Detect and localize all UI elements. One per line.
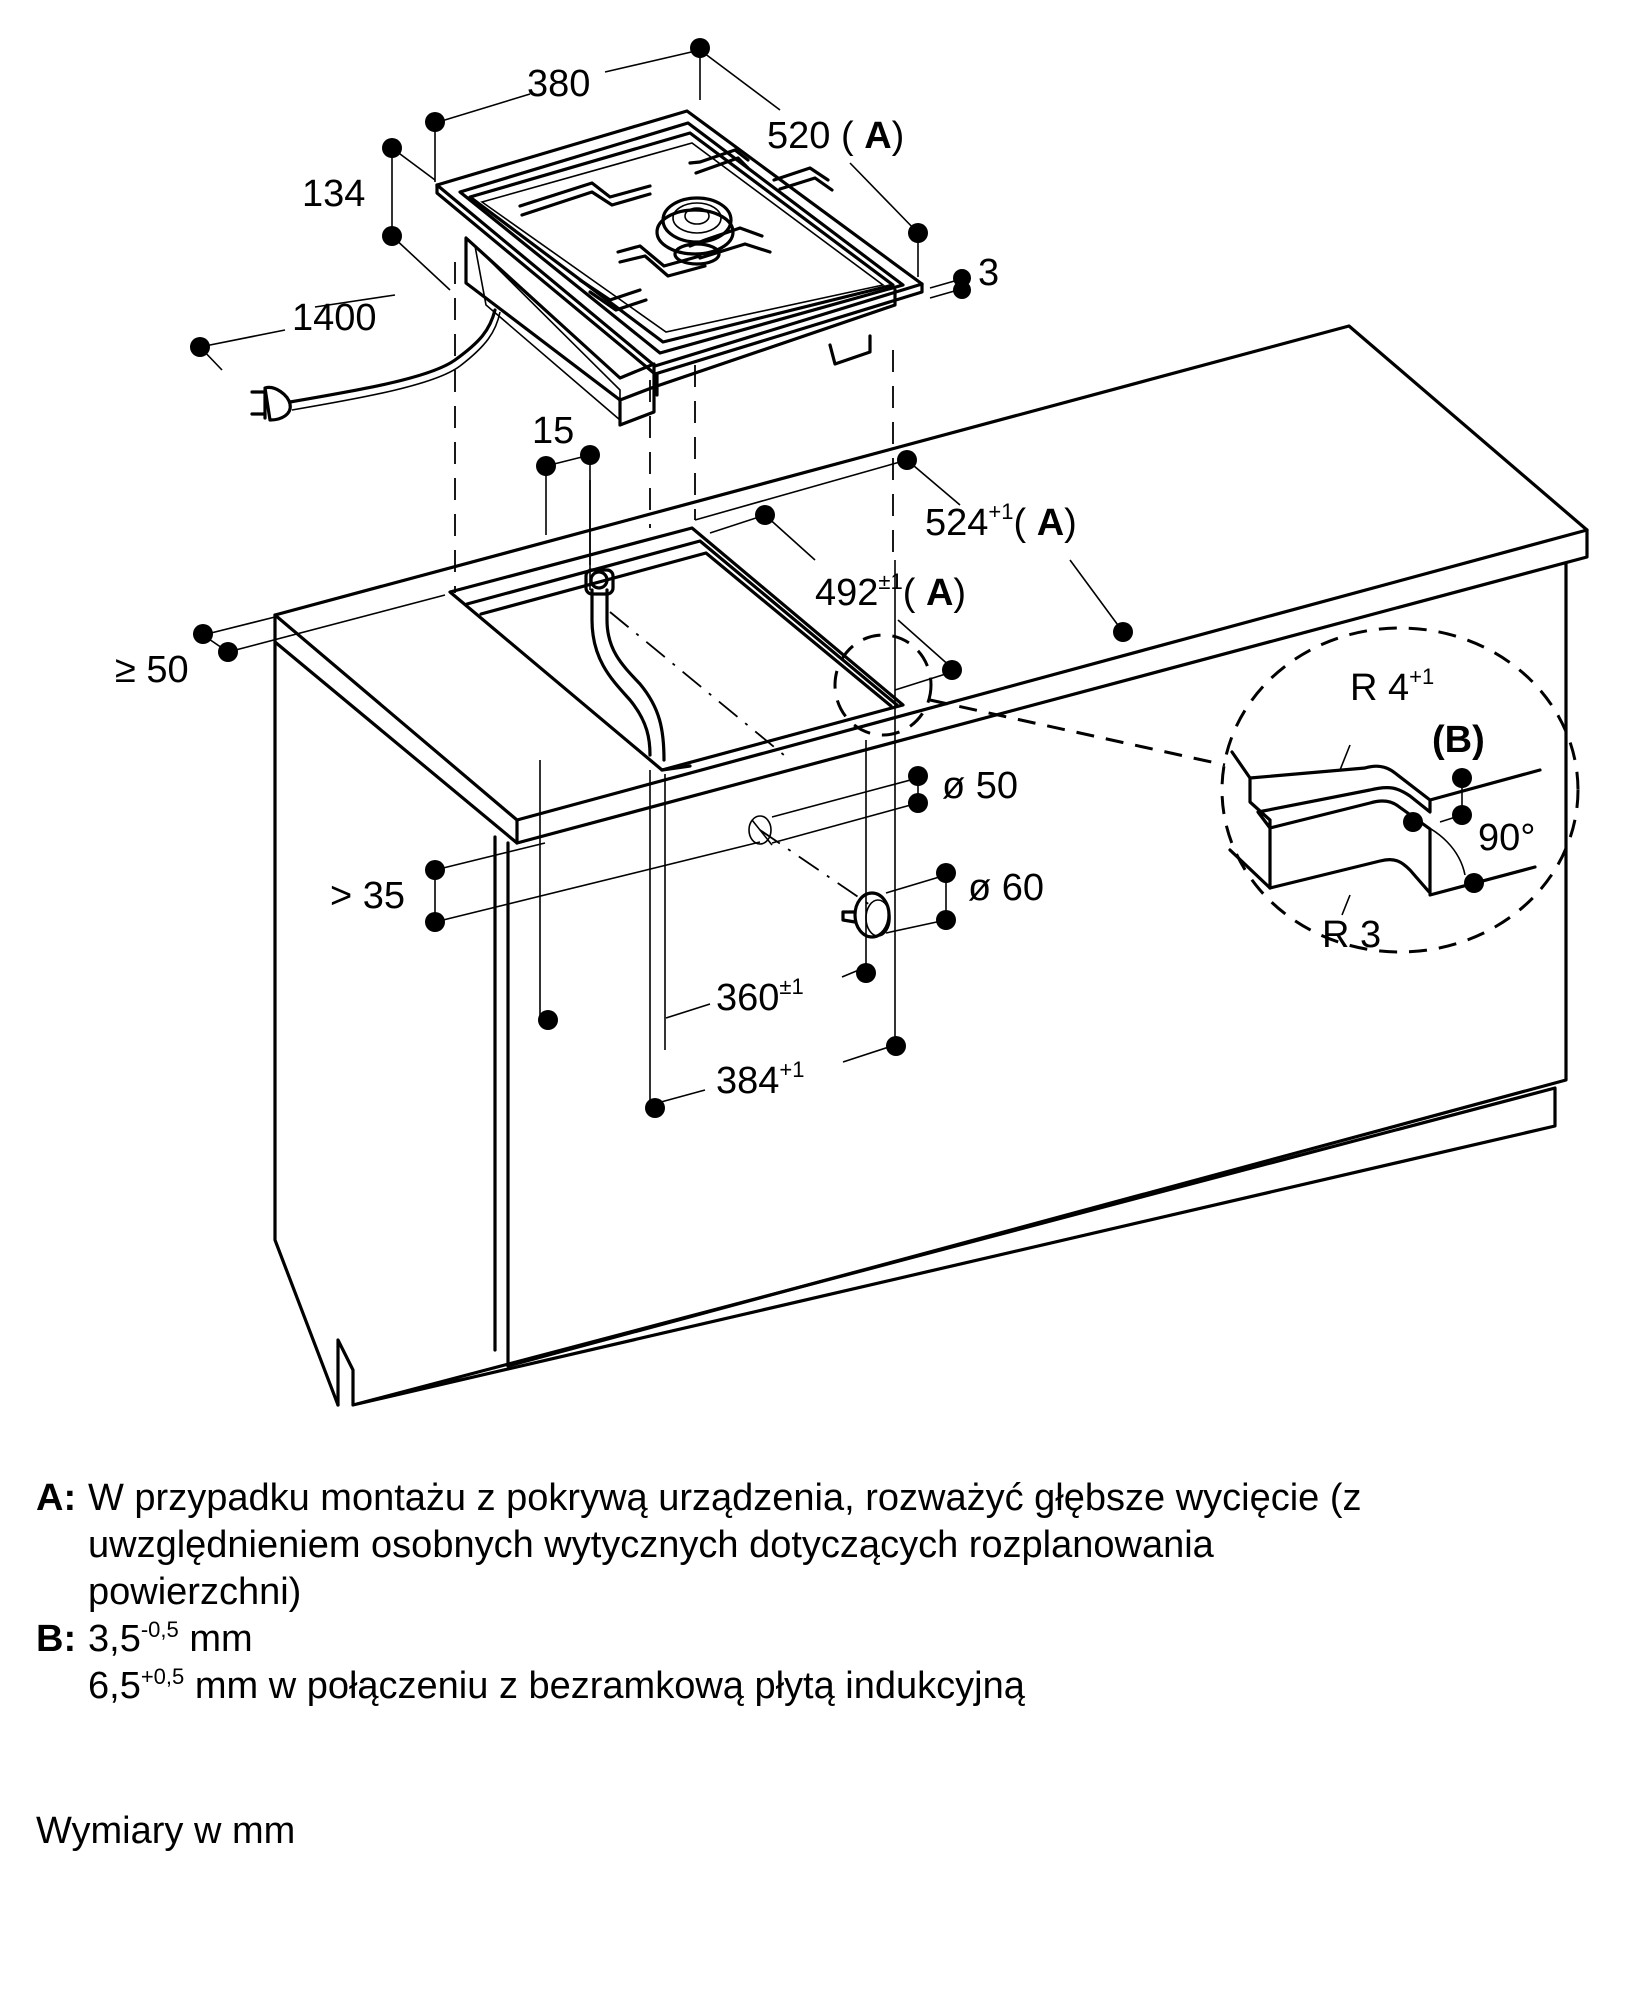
- cabinet-plinth: [336, 1086, 1557, 1407]
- gas-connection-hole: [748, 815, 773, 846]
- detail-circle: [1220, 626, 1580, 954]
- detail-radius-bottom: R 3: [1322, 914, 1381, 956]
- worktop-front-edge: [515, 528, 1589, 845]
- dim-134: 134: [302, 173, 365, 215]
- note-a: A: W przypadku montażu z pokrywą urządze…: [36, 1475, 1596, 1616]
- cutout-outline: [448, 526, 905, 772]
- dim-15: 15: [532, 410, 574, 452]
- dim-hole-60: ø 60: [968, 867, 1044, 909]
- note-a-line-2: uwzględnieniem osobnych wytycznych dotyc…: [88, 1524, 1214, 1566]
- notes: A: W przypadku montażu z pokrywą urządze…: [36, 1475, 1596, 1710]
- dim-360: 360±1: [716, 974, 804, 1019]
- note-b-line-1: 3,5-0,5 mm: [88, 1617, 253, 1660]
- dim-3: 3: [978, 252, 999, 294]
- dimension-dots: [190, 38, 1484, 1118]
- dimension-lines: [199, 49, 1124, 1106]
- note-a-line-1: W przypadku montażu z pokrywą urządzenia…: [88, 1477, 1362, 1519]
- note-b-key: B:: [36, 1618, 77, 1660]
- dim-front-distance: ≥ 50: [115, 649, 189, 691]
- worktop-cutout: [448, 526, 905, 772]
- note-b: B: 3,5-0,5 mm 6,5+0,5 mm w połączeniu z …: [36, 1616, 1596, 1710]
- detail-marker: [833, 633, 933, 737]
- cabinet-left-side: [273, 640, 340, 1407]
- dim-380: 380: [527, 63, 590, 105]
- detail-radius-top: R 4+1: [1350, 664, 1434, 709]
- dim-hole-50: ø 50: [942, 765, 1018, 807]
- note-a-key: A:: [36, 1477, 77, 1519]
- detail-leader: [929, 698, 1226, 767]
- note-b-line-2: 6,5+0,5 mm w połączeniu z bezramkową pły…: [88, 1664, 1025, 1707]
- gas-hob: [435, 109, 924, 427]
- detail-angle: 90°: [1478, 817, 1535, 859]
- installation-drawing: 380 520 ( A) 134 1400 3 15 524+1( A) 492…: [115, 38, 1589, 1407]
- worktop-left-edge: [273, 613, 519, 845]
- detail-ref-b: (B): [1432, 719, 1485, 761]
- dim-492: 492±1( A): [815, 569, 966, 614]
- power-cable: [250, 308, 501, 422]
- gas-hose: [584, 568, 666, 762]
- dim-1400: 1400: [292, 297, 377, 339]
- dim-edge-35: > 35: [330, 875, 405, 917]
- plug-icon: [250, 385, 292, 422]
- dim-520: 520 ( A): [767, 115, 904, 157]
- cabinet: [273, 324, 1589, 1407]
- dimension-labels: 380 520 ( A) 134 1400 3 15 524+1( A) 492…: [115, 63, 1535, 1102]
- note-a-line-3: powierzchni): [88, 1571, 302, 1613]
- dim-384: 384+1: [716, 1057, 805, 1102]
- dim-524: 524+1( A): [925, 499, 1077, 544]
- units-note: Wymiary w mm: [36, 1810, 296, 1852]
- center-line: [609, 611, 791, 761]
